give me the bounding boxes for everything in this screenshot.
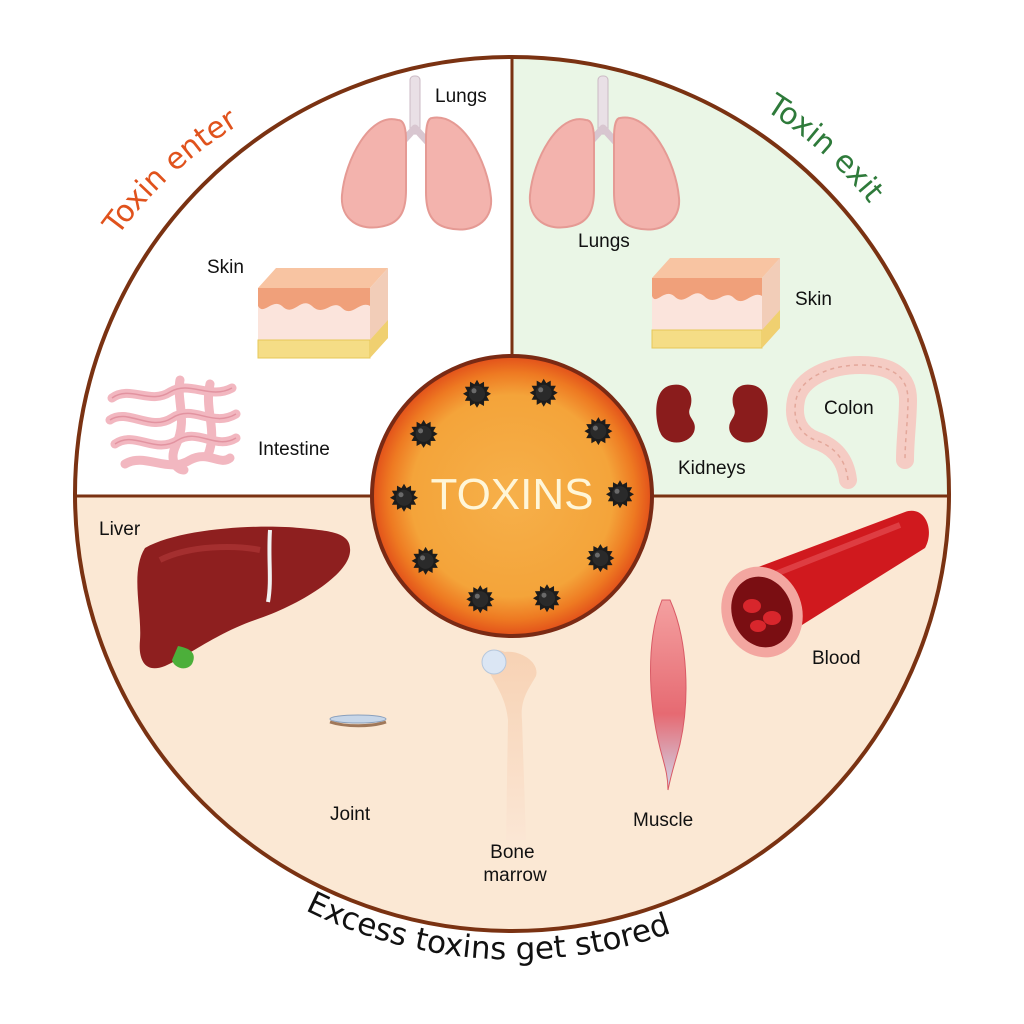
stored-label-bone-marrow: Bone marrow bbox=[483, 842, 547, 886]
stored-label-muscle: Muscle bbox=[633, 810, 693, 831]
toxins-center: TOXINS bbox=[370, 354, 654, 638]
toxin-particle-icon bbox=[584, 417, 613, 446]
enter-label-intestine: Intestine bbox=[258, 439, 330, 460]
stored-label-blood: Blood bbox=[812, 648, 861, 669]
skin-exit-icon bbox=[651, 258, 780, 349]
lungs-exit-icon bbox=[528, 75, 681, 231]
toxin-particle-icon bbox=[463, 379, 491, 408]
colon-outline-icon bbox=[794, 364, 909, 481]
outer-circle bbox=[73, 55, 951, 933]
skin-icon bbox=[257, 268, 388, 359]
toxin-particle-icon bbox=[409, 419, 438, 448]
toxin-particle-icon bbox=[390, 483, 418, 512]
bone-marrow-text: Bone bbox=[490, 842, 534, 863]
muscle-icon bbox=[650, 599, 687, 791]
toxin-particle-icon bbox=[606, 480, 634, 509]
exit-label-lungs: Lungs bbox=[578, 231, 630, 252]
toxin-particle-icon bbox=[411, 546, 440, 575]
exit-label-skin: Skin bbox=[795, 289, 832, 310]
liver-icon bbox=[137, 526, 351, 669]
toxin-particle-icon bbox=[466, 585, 495, 614]
enter-label-lungs: Lungs bbox=[435, 86, 487, 107]
toxin-particle-icon bbox=[529, 378, 558, 407]
lungs-icon bbox=[340, 75, 493, 231]
kidneys-icon bbox=[656, 384, 768, 443]
toxin-particles bbox=[390, 378, 634, 614]
toxin-particle-icon bbox=[533, 584, 561, 613]
toxin-particle-icon bbox=[586, 544, 615, 573]
intestine-outline-icon bbox=[109, 387, 237, 446]
blood-vessel-icon bbox=[721, 510, 929, 658]
exit-label-kidneys: Kidneys bbox=[678, 458, 746, 479]
toxins-label: TOXINS bbox=[430, 470, 593, 519]
joint-icon bbox=[329, 714, 387, 728]
stored-label-liver: Liver bbox=[99, 519, 141, 540]
stored-label-joint: Joint bbox=[330, 804, 371, 825]
enter-label-skin: Skin bbox=[207, 257, 244, 278]
bone-marrow-text-line2: marrow bbox=[483, 865, 547, 886]
bone-icon bbox=[481, 649, 537, 840]
exit-label-colon: Colon bbox=[824, 398, 874, 419]
